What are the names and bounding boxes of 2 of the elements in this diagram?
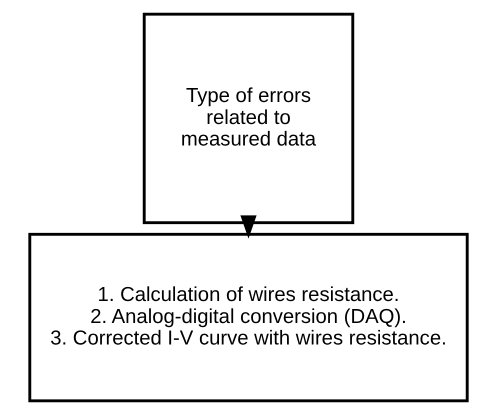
arrow	[240, 215, 256, 239]
node-box: 1. Calculation of wires resistance. 2. Analog-digital conversion (DAQ). 3. Corrected I-V curve with wires resistance.	[28, 232, 468, 402]
